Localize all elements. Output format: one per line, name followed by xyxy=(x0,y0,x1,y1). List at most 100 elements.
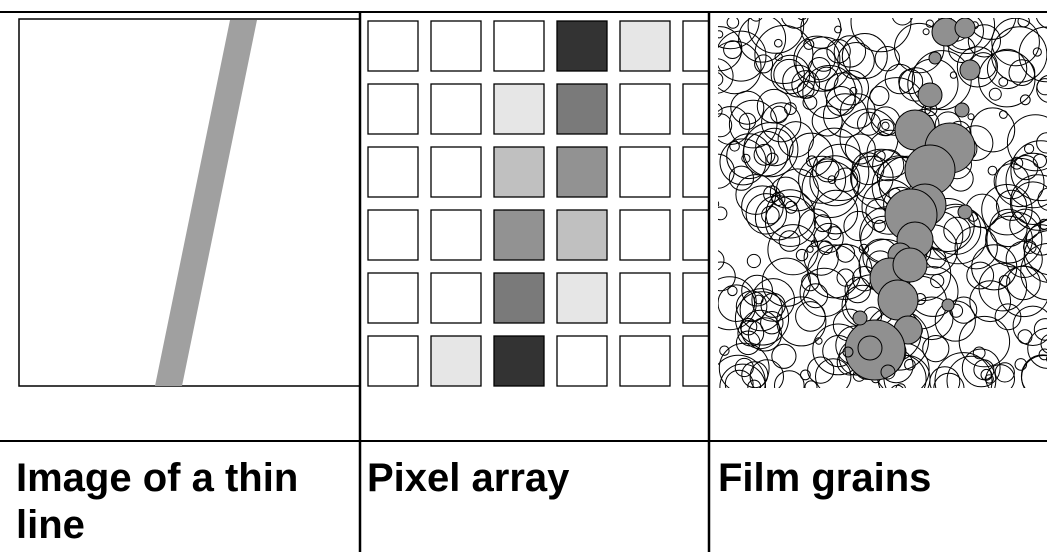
film-grain xyxy=(1037,133,1047,153)
film-grain xyxy=(951,297,977,323)
film-grain xyxy=(727,17,739,29)
film-grain xyxy=(999,78,1008,87)
exposed-film-grain xyxy=(960,60,980,80)
pixel-cell-r2-c4 xyxy=(557,84,607,134)
pixel-cell-r6-c4 xyxy=(557,336,607,386)
pixel-cell-r5-c5 xyxy=(620,273,670,323)
pixel-cell-r6-c5 xyxy=(620,336,670,386)
film-grain xyxy=(761,312,783,334)
film-grain xyxy=(882,122,889,129)
pixel-cell-r3-c4 xyxy=(557,147,607,197)
film-grain xyxy=(781,1,808,28)
film-grain xyxy=(796,249,807,260)
film-grain xyxy=(844,211,873,240)
pixel-cell-r4-c3 xyxy=(494,210,544,260)
film-grain xyxy=(714,207,727,220)
film-grain xyxy=(808,58,830,80)
pixel-cell-r4-c4 xyxy=(557,210,607,260)
exposed-film-grain xyxy=(893,248,927,282)
pixel-cell-r5-c1 xyxy=(368,273,418,323)
film-grain xyxy=(709,114,732,137)
film-grain xyxy=(771,106,788,123)
film-grain xyxy=(728,286,737,295)
film-grain xyxy=(725,370,753,398)
caption-pixel-array: Pixel array xyxy=(367,455,697,502)
film-grain xyxy=(709,41,761,93)
film-grain xyxy=(794,36,840,82)
pixel-cell-r6-c3 xyxy=(494,336,544,386)
film-grain xyxy=(836,244,854,262)
film-grain xyxy=(890,385,904,399)
film-grain xyxy=(1028,328,1047,368)
exposed-film-grain xyxy=(878,280,918,320)
film-grain xyxy=(851,156,894,199)
film-grain xyxy=(711,355,765,409)
film-grain xyxy=(720,346,729,355)
pixel-cell-r5-c3 xyxy=(494,273,544,323)
film-grain xyxy=(716,31,723,38)
pixel-cell-r4-c2 xyxy=(431,210,481,260)
film-grain xyxy=(808,357,834,383)
film-grain xyxy=(812,106,842,136)
pixel-cell-r6-c2 xyxy=(431,336,481,386)
film-grain xyxy=(931,274,944,287)
exposed-film-grain xyxy=(942,299,954,311)
film-grain xyxy=(962,349,1000,387)
film-grain xyxy=(972,245,1017,290)
exposed-film-grain xyxy=(955,18,975,38)
pixel-cell-r4-c5 xyxy=(620,210,670,260)
film-grain xyxy=(709,104,723,118)
film-grain xyxy=(730,142,740,152)
exposed-film-grain xyxy=(955,103,969,117)
film-grain xyxy=(874,220,885,231)
film-grain xyxy=(808,128,860,180)
film-grain xyxy=(1036,0,1047,29)
film-grain xyxy=(814,190,858,234)
pixel-cell-r1-c4 xyxy=(557,21,607,71)
film-grain xyxy=(775,371,805,401)
film-grain xyxy=(840,109,898,167)
film-grain xyxy=(1022,356,1047,400)
film-grain xyxy=(892,4,913,25)
pixel-cell-r6-c1 xyxy=(368,336,418,386)
film-grain xyxy=(748,318,781,351)
film-grain xyxy=(1041,334,1047,353)
pixel-cell-r5-c4 xyxy=(557,273,607,323)
film-grain xyxy=(1018,330,1032,344)
pixel-array-grid xyxy=(368,21,733,386)
film-grain xyxy=(808,245,861,298)
pixel-cell-r2-c5 xyxy=(620,84,670,134)
film-grain xyxy=(989,88,1001,100)
film-grain xyxy=(724,41,742,59)
film-grain xyxy=(1019,27,1047,82)
film-grain xyxy=(775,39,783,47)
pixel-cell-r3-c1 xyxy=(368,147,418,197)
film-grain xyxy=(968,114,974,120)
pixel-cell-r1-c1 xyxy=(368,21,418,71)
film-grain xyxy=(768,225,818,275)
film-grain xyxy=(930,367,960,397)
film-grain xyxy=(779,231,800,252)
exposed-film-grain xyxy=(929,52,941,64)
pixel-cell-r3-c3 xyxy=(494,147,544,197)
film-grain xyxy=(750,8,763,21)
film-grain xyxy=(923,29,929,35)
film-grain xyxy=(709,73,722,86)
film-grain xyxy=(802,161,858,217)
pixel-cell-r1-c5 xyxy=(620,21,670,71)
film-grain xyxy=(1000,111,1008,119)
film-grain xyxy=(995,304,1021,330)
pixel-cell-r1-c2 xyxy=(431,21,481,71)
pixel-cell-r3-c2 xyxy=(431,147,481,197)
film-grain xyxy=(767,153,778,164)
exposed-film-grain xyxy=(853,311,867,325)
exposed-film-grain xyxy=(958,205,972,219)
film-grains-image xyxy=(698,0,1047,410)
pixel-cell-r2-c3 xyxy=(494,84,544,134)
film-grain xyxy=(742,275,773,306)
film-grain xyxy=(750,360,783,393)
pixel-cell-r2-c2 xyxy=(431,84,481,134)
film-grain xyxy=(816,359,851,394)
film-grain xyxy=(800,268,848,316)
